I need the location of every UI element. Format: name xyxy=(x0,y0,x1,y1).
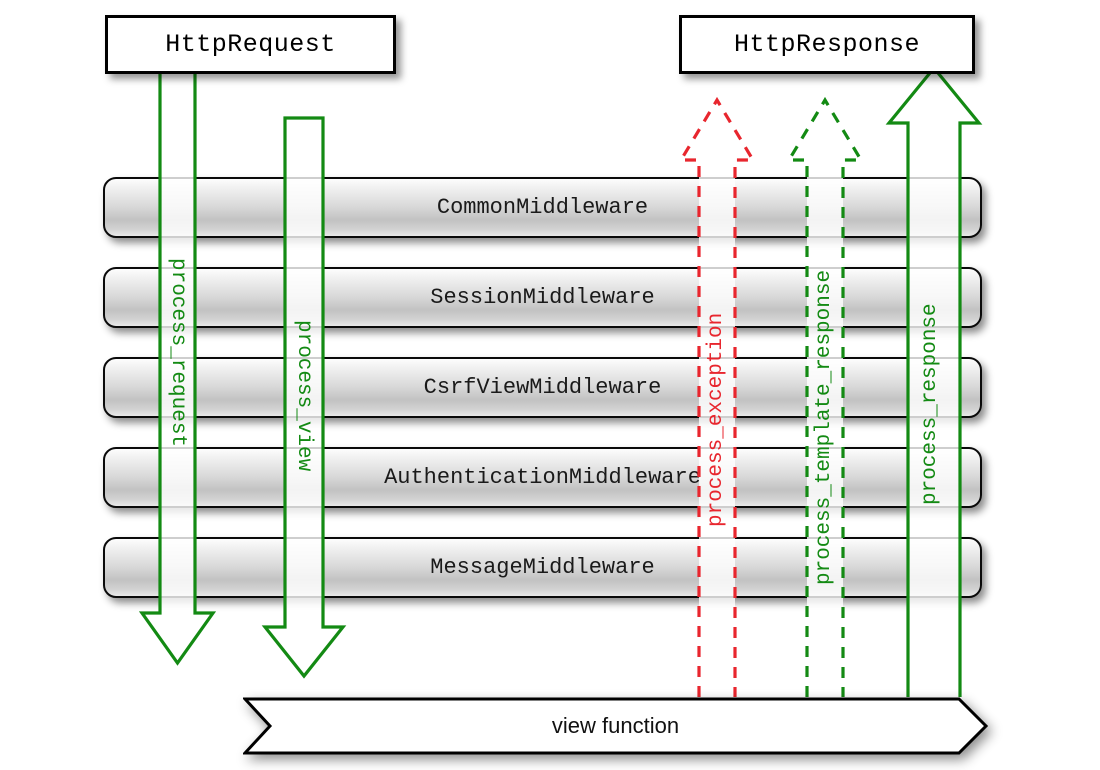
arrow-process-view[interactable] xyxy=(261,116,347,679)
http-request-box[interactable]: HttpRequest xyxy=(105,15,396,74)
http-response-label: HttpResponse xyxy=(733,30,921,59)
caption-process-view: process_view xyxy=(292,320,315,472)
view-function-shape xyxy=(243,697,988,755)
middleware-label: AuthenticationMiddleware xyxy=(384,465,701,490)
caption-process-response: process_response xyxy=(919,303,942,505)
caption-process-request: process_request xyxy=(166,258,189,448)
caption-process-exception: process_exception xyxy=(705,312,728,527)
view-function-banner[interactable] xyxy=(243,697,988,755)
middleware-label: MessageMiddleware xyxy=(430,555,655,580)
http-response-box[interactable]: HttpResponse xyxy=(679,15,975,74)
middleware-label: CommonMiddleware xyxy=(436,195,649,220)
middleware-label: CsrfViewMiddleware xyxy=(423,375,662,400)
middleware-label: SessionMiddleware xyxy=(430,285,655,310)
caption-process-template-response: process_template_response xyxy=(813,269,836,585)
http-request-label: HttpRequest xyxy=(165,30,336,59)
